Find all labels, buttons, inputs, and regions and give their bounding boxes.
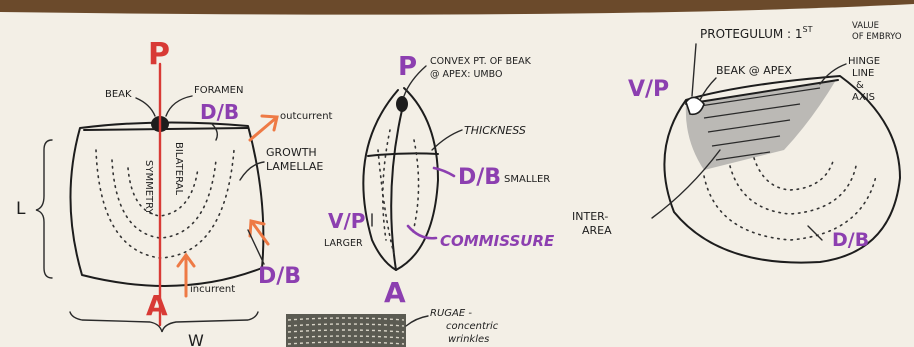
growth-leader [240,162,264,180]
commissure-label: COMMISSURE [440,232,555,250]
right-db-leader [808,226,822,240]
foramen-label: FORAMEN [194,85,243,96]
interarea-label-line1: INTER- [572,210,608,223]
hinge-label-line1: HINGE [848,56,880,67]
middle-p-label: P [398,52,417,82]
smaller-label: SMALLER [504,174,550,185]
length-brace [36,140,52,278]
middle-commissure-curve [391,110,402,270]
left-shell-diagram: P A BEAK FORAMEN D/B outcurrent GROWTH L… [16,37,333,347]
left-growth-line-3 [128,168,198,216]
interarea-label-line2: AREA [582,224,612,237]
right-vp-label: V/P [628,77,669,102]
middle-shell-diagram: P A CONVEX PT. OF BEAK @ APEX: UMBO THIC… [286,52,555,347]
convex-label-line1: CONVEX PT. OF BEAK [430,56,532,67]
thickness-leader [432,130,462,150]
embryo-label-line2: OF EMBRYO [852,32,902,42]
foramen-leader [166,96,192,116]
hinge-label-line2: LINE [852,68,874,79]
rugae-swatch [286,314,406,347]
beak-apex-label: BEAK @ APEX [716,64,792,77]
protegulum-label: PROTEGULUM : 1ST [700,25,813,41]
incurrent-label: incurrent [190,284,235,295]
thickness-label: THICKNESS [464,124,526,137]
hinge-label-line3: & [856,80,864,91]
left-db-bottom-label: D/B [258,264,301,289]
bilateral-label: BILATERAL [173,142,184,195]
beak-label: BEAK [105,89,132,100]
rugae-label-line2: concentric [446,321,499,332]
left-db-top-label: D/B [200,100,239,124]
width-label: W [188,331,204,347]
paper-edge-shadow [0,0,914,15]
right-growth-3 [754,158,834,190]
outcurrent-arrow [250,116,277,140]
middle-a-label: A [384,276,406,309]
right-shell-diagram: PROTEGULUM : 1ST VALUE OF EMBRYO V/P BEA… [572,21,902,263]
middle-db-label: D/B [458,165,501,190]
beak-leader [136,98,155,116]
rugae-leader [406,316,428,326]
middle-beak-blob [396,96,408,112]
middle-growth-2 [383,130,390,240]
convex-label-line2: @ APEX: UMBO [430,69,502,80]
outcurrent-label: outcurrent [280,111,333,122]
rugae-label-line3: wrinkles [448,334,489,345]
middle-vp-label: V/P [328,209,365,233]
middle-cross-line [368,153,438,156]
larger-label: LARGER [324,238,363,249]
embryo-label-line1: VALUE [852,21,879,31]
left-p-label: P [148,37,170,72]
growth-label-line1: GROWTH [266,146,317,159]
beak-apex-leader [700,78,716,100]
left-growth-line-1 [96,150,234,258]
symmetry-label: SYMMETRY [143,160,154,215]
left-a-label: A [146,289,168,322]
right-db-label: D/B [832,229,869,251]
commissure-leader [408,226,436,238]
hinge-label-line4: AXIS [852,92,875,103]
rugae-label-line1: RUGAE - [430,308,472,319]
protegulum-leader [692,44,696,96]
left-shell-outline [70,122,263,286]
middle-growth-3 [412,140,419,236]
db-top-leader [212,124,217,140]
growth-label-line2: LAMELLAE [266,160,323,173]
left-growth-line-2 [112,160,216,238]
length-label: L [16,199,26,219]
